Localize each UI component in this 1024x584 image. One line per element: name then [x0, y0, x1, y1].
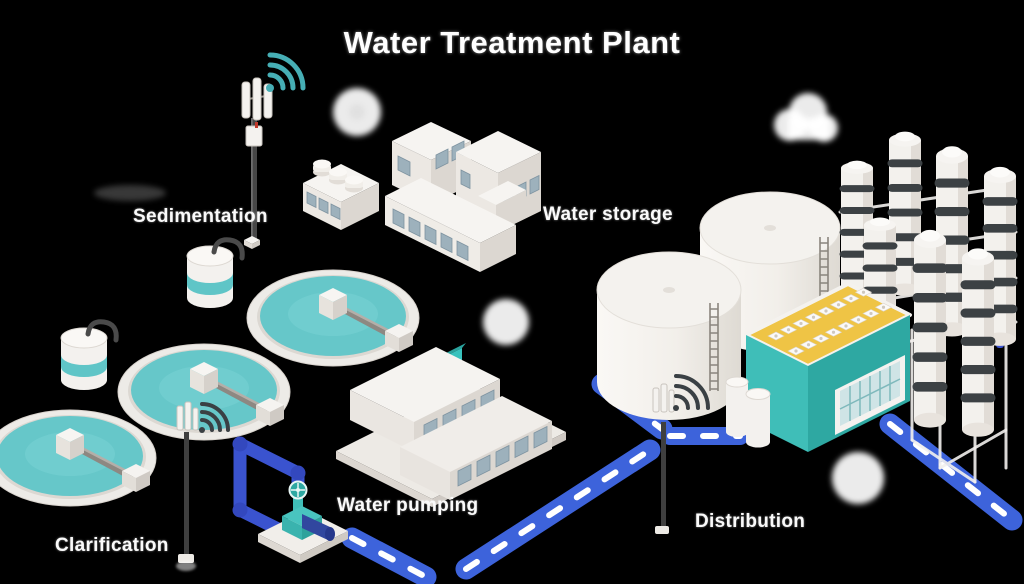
warehouse-building	[385, 178, 516, 272]
gear-icon	[333, 88, 381, 136]
cell-tower-3	[652, 374, 710, 534]
cloud-icon	[774, 93, 838, 142]
water-drop-icon	[483, 299, 529, 345]
background-haze	[94, 185, 166, 201]
facility-door	[835, 355, 905, 435]
label-clarification: Clarification	[55, 535, 169, 556]
roof-domes	[313, 159, 363, 193]
wifi-signal-icon	[266, 52, 306, 92]
chemical-tank-2	[61, 322, 116, 390]
clarifier-pool-3	[0, 410, 156, 506]
label-sedimentation: Sedimentation	[133, 206, 268, 227]
clarifier-pool-1	[247, 270, 419, 366]
page-title: Water Treatment Plant	[343, 24, 681, 60]
storage-tank-front	[596, 251, 742, 420]
label-water-storage: Water storage	[543, 204, 673, 225]
clarifier-pool-2	[118, 344, 290, 440]
chemical-tank-1	[187, 240, 242, 308]
distillation-columns	[838, 131, 1018, 484]
office-building-2	[456, 131, 541, 232]
small-silos	[725, 376, 771, 448]
wifi-signal-icon	[199, 402, 230, 433]
gauge-icon	[832, 452, 884, 504]
valve-wheel-icon	[288, 480, 308, 500]
cell-tower-1	[241, 52, 306, 249]
wifi-signal-icon	[673, 374, 710, 411]
pump-station	[232, 436, 348, 563]
label-water-pumping: Water pumping	[337, 495, 479, 516]
filtration-building	[336, 343, 566, 507]
vent-building	[303, 159, 379, 230]
cell-tower-2	[176, 401, 230, 571]
label-distribution: Distribution	[695, 511, 806, 532]
